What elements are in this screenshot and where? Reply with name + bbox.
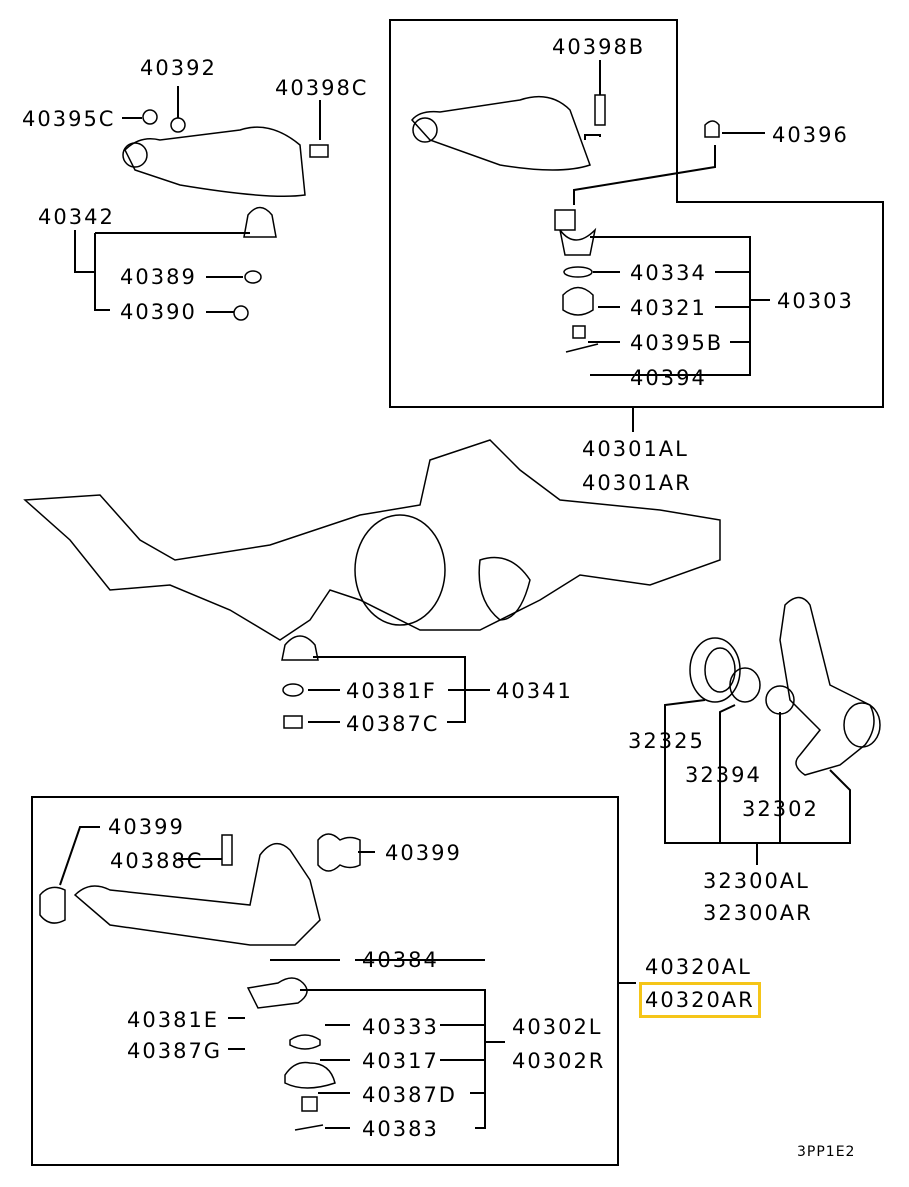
part-label-40399-right[interactable]: 40399: [385, 841, 462, 865]
part-label-32302[interactable]: 32302: [742, 797, 819, 821]
part-label-40301AR[interactable]: 40301AR: [582, 471, 692, 495]
knuckle-drawing: [689, 596, 881, 776]
part-label-40387G[interactable]: 40387G: [127, 1039, 223, 1063]
part-label-40395B[interactable]: 40395B: [630, 331, 724, 355]
part-label-40396[interactable]: 40396: [772, 123, 849, 147]
knuckle-leaders: [664, 699, 851, 865]
part-label-40320AR-highlighted[interactable]: 40320AR: [639, 982, 761, 1018]
part-label-40383[interactable]: 40383: [362, 1117, 439, 1141]
frame-crossmember-drawing: [23, 439, 721, 661]
part-label-32300AR[interactable]: 32300AR: [703, 901, 813, 925]
part-label-40398C[interactable]: 40398C: [275, 76, 369, 100]
part-label-40388C[interactable]: 40388C: [110, 849, 204, 873]
part-label-40392[interactable]: 40392: [140, 56, 217, 80]
part-label-40387D[interactable]: 40387D: [362, 1083, 457, 1107]
part-label-40334[interactable]: 40334: [630, 261, 707, 285]
upper-arm-left-drawing: [122, 109, 329, 321]
part-label-40303[interactable]: 40303: [777, 289, 854, 313]
part-label-40342[interactable]: 40342: [38, 205, 115, 229]
part-label-40321[interactable]: 40321: [630, 296, 707, 320]
part-label-32300AL[interactable]: 32300AL: [703, 869, 810, 893]
diagram-code: 3PP1E2: [797, 1144, 856, 1160]
part-label-40381F[interactable]: 40381F: [346, 679, 437, 703]
part-label-40320AL[interactable]: 40320AL: [645, 955, 752, 979]
part-label-40390[interactable]: 40390: [120, 300, 197, 324]
upper-arm-assy-drawing: [411, 94, 720, 353]
part-label-40389[interactable]: 40389: [120, 265, 197, 289]
part-label-40317[interactable]: 40317: [362, 1049, 439, 1073]
part-label-32325[interactable]: 32325: [628, 729, 705, 753]
part-label-40302R[interactable]: 40302R: [512, 1049, 606, 1073]
part-label-40399-left[interactable]: 40399: [108, 815, 185, 839]
lower-arm-drawing: [39, 833, 361, 1131]
upper-arm-assy-frame: [389, 19, 884, 408]
part-label-40333[interactable]: 40333: [362, 1015, 439, 1039]
part-label-40302L[interactable]: 40302L: [512, 1015, 603, 1039]
part-label-40341[interactable]: 40341: [496, 679, 573, 703]
upper-arm-left-leaders: [74, 86, 321, 313]
lower-arm-leaders: [59, 826, 636, 1129]
part-label-32394[interactable]: 32394: [685, 763, 762, 787]
part-label-40395C[interactable]: 40395C: [22, 107, 116, 131]
part-label-40394[interactable]: 40394: [630, 366, 707, 390]
part-label-40398B[interactable]: 40398B: [552, 35, 646, 59]
upper-arm-assy-leaders: [573, 60, 770, 432]
part-label-40387C[interactable]: 40387C: [346, 712, 440, 736]
lower-arm-assy-frame: [31, 796, 619, 1166]
part-label-40301AL[interactable]: 40301AL: [582, 437, 689, 461]
part-label-40384[interactable]: 40384: [362, 948, 439, 972]
bump-stopper-leaders: [282, 656, 490, 729]
part-label-40381E[interactable]: 40381E: [127, 1008, 220, 1032]
